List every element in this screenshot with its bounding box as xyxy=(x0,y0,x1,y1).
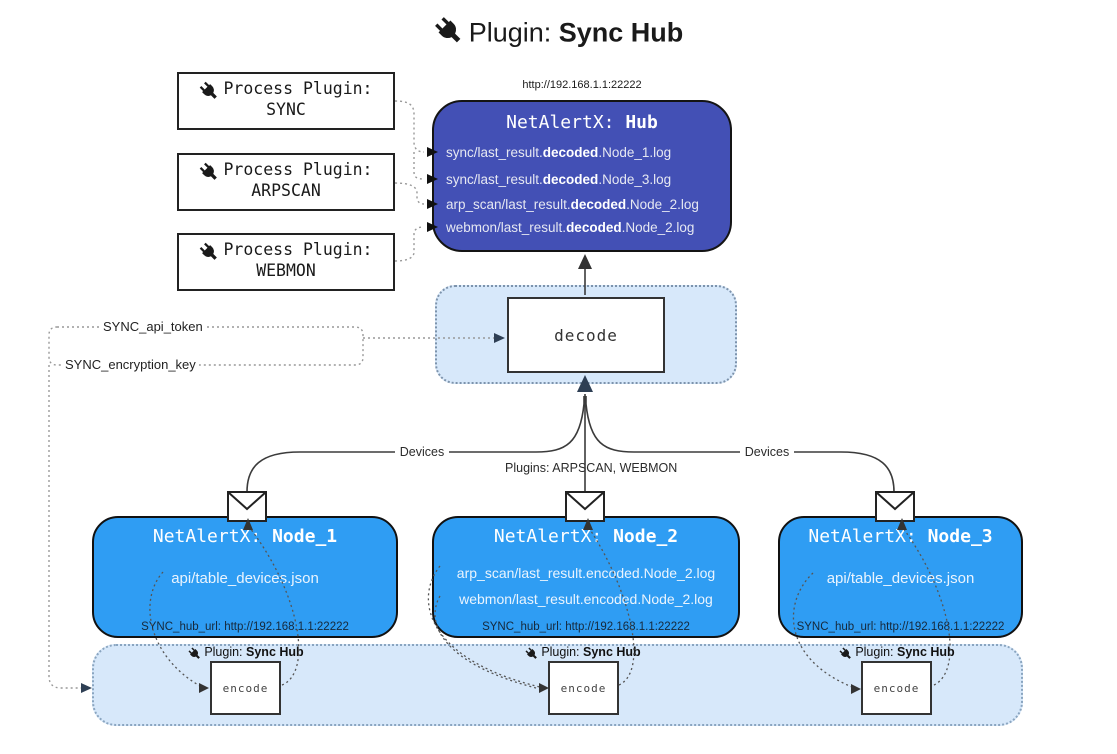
process-plugin-name: SYNC xyxy=(266,100,306,119)
node-title: NetAlertX: Node_3 xyxy=(780,526,1021,547)
node-title: NetAlertX: Node_2 xyxy=(434,526,738,547)
hub-title: NetAlertX: Hub xyxy=(434,112,730,133)
node-file-line: webmon/last_result.encoded.Node_2.log xyxy=(459,591,713,607)
encode-label-bold: Sync Hub xyxy=(583,645,641,659)
hub-log-4: webmon/last_result.decoded.Node_2.log xyxy=(446,220,694,238)
log-bold: decoded xyxy=(542,172,599,187)
title-prefix: Plugin: xyxy=(468,17,559,48)
encode-label-bold: Sync Hub xyxy=(897,645,955,659)
config-label-encryption-key: SYNC_encryption_key xyxy=(62,357,199,372)
node-title-prefix: NetAlertX: xyxy=(808,526,928,547)
arrow-to-hub xyxy=(578,254,592,269)
arrow-to-band xyxy=(81,683,92,693)
log-bold: decoded xyxy=(566,220,622,235)
node-title-prefix: NetAlertX: xyxy=(152,526,273,547)
process-plugin-label: Process Plugin: xyxy=(223,160,373,179)
process-plugin-arpscan: Process Plugin: ARPSCAN xyxy=(177,153,395,211)
decode-box: decode xyxy=(507,297,665,373)
encode-box-1: encode xyxy=(210,661,281,715)
hub-title-bold: Hub xyxy=(625,112,658,133)
edge-label-plugins: Plugins: ARPSCAN, WEBMON xyxy=(505,461,678,475)
node-title: NetAlertX: Node_1 xyxy=(94,526,396,547)
encode-label-prefix: Plugin: xyxy=(204,645,247,659)
plug-icon xyxy=(434,17,461,43)
decode-label: decode xyxy=(554,325,618,345)
process-plugin-label: Process Plugin: xyxy=(223,240,373,259)
plug-icon xyxy=(200,162,218,180)
hub-box: NetAlertX: Hub sync/last_result.decoded.… xyxy=(432,100,732,252)
node-title-bold: Node_3 xyxy=(927,526,993,547)
encode-label: encode xyxy=(222,681,269,695)
encode-plugin-label-1: Plugin: Sync Hub xyxy=(176,645,316,660)
log-pre: webmon/last_result. xyxy=(446,220,567,235)
encode-box-3: encode xyxy=(861,661,932,715)
process-plugin-header: Process Plugin: xyxy=(179,79,393,99)
encode-label-bold: Sync Hub xyxy=(246,645,304,659)
config-label-api-token: SYNC_api_token xyxy=(100,319,206,334)
hub-url-label: http://192.168.1.1:22222 xyxy=(522,79,642,91)
encode-label-prefix: Plugin: xyxy=(541,645,584,659)
page-title: Plugin: Sync Hub xyxy=(0,16,1117,53)
plug-icon xyxy=(188,647,201,660)
encode-plugin-label-3: Plugin: Sync Hub xyxy=(827,645,967,660)
node-hub-url: SYNC_hub_url: http://192.168.1.1:22222 xyxy=(796,621,1005,633)
process-plugin-name: ARPSCAN xyxy=(251,181,321,200)
log-pre: arp_scan/last_result. xyxy=(446,197,571,212)
log-pre: sync/last_result. xyxy=(446,145,543,160)
log-post: .Node_2.log xyxy=(621,220,695,235)
log-pre: sync/last_result. xyxy=(446,172,543,187)
node-file-line: api/table_devices.json xyxy=(171,570,319,587)
log-post: .Node_2.log xyxy=(626,197,699,212)
process-plugin-name: WEBMON xyxy=(256,261,316,280)
process-plugin-webmon: Process Plugin: WEBMON xyxy=(177,233,395,291)
process-plugin-sync: Process Plugin: SYNC xyxy=(177,72,395,130)
process-plugin-header: Process Plugin: xyxy=(179,240,393,260)
node-hub-url: SYNC_hub_url: http://192.168.1.1:22222 xyxy=(482,621,690,633)
encode-box-2: encode xyxy=(548,661,619,715)
log-post: .Node_3.log xyxy=(598,172,672,187)
node-title-bold: Node_2 xyxy=(613,526,679,547)
node-2-box: NetAlertX: Node_2 arp_scan/last_result.e… xyxy=(432,516,740,638)
encode-plugin-label-2: Plugin: Sync Hub xyxy=(513,645,653,660)
node-1-box: NetAlertX: Node_1 api/table_devices.json… xyxy=(92,516,398,638)
edge-label-devices-right: Devices xyxy=(740,445,794,459)
plug-icon xyxy=(200,81,218,99)
process-plugin-label: Process Plugin: xyxy=(223,79,373,98)
node-title-prefix: NetAlertX: xyxy=(493,526,614,547)
encode-label-prefix: Plugin: xyxy=(855,645,898,659)
log-bold: decoded xyxy=(570,197,627,212)
log-post: .Node_1.log xyxy=(598,145,672,160)
node-hub-url: SYNC_hub_url: http://192.168.1.1:22222 xyxy=(141,621,349,633)
hub-log-3: arp_scan/last_result.decoded.Node_2.log xyxy=(446,197,699,215)
plug-icon xyxy=(839,647,852,660)
node-file-line: arp_scan/last_result.encoded.Node_2.log xyxy=(456,565,716,581)
hub-log-1: sync/last_result.decoded.Node_1.log xyxy=(446,145,671,163)
encode-label: encode xyxy=(873,681,920,695)
title-bold: Sync Hub xyxy=(558,17,684,48)
plug-icon xyxy=(200,242,218,260)
plug-icon xyxy=(525,647,538,660)
log-bold: decoded xyxy=(542,145,599,160)
node-title-bold: Node_1 xyxy=(272,526,338,547)
encode-label: encode xyxy=(560,681,607,695)
hub-title-prefix: NetAlertX: xyxy=(506,112,626,133)
process-plugin-header: Process Plugin: xyxy=(179,160,393,180)
node-3-box: NetAlertX: Node_3 api/table_devices.json… xyxy=(778,516,1023,638)
node-file-line: api/table_devices.json xyxy=(826,570,975,587)
hub-log-2: sync/last_result.decoded.Node_3.log xyxy=(446,172,671,190)
edge-label-devices-left: Devices xyxy=(395,445,449,459)
